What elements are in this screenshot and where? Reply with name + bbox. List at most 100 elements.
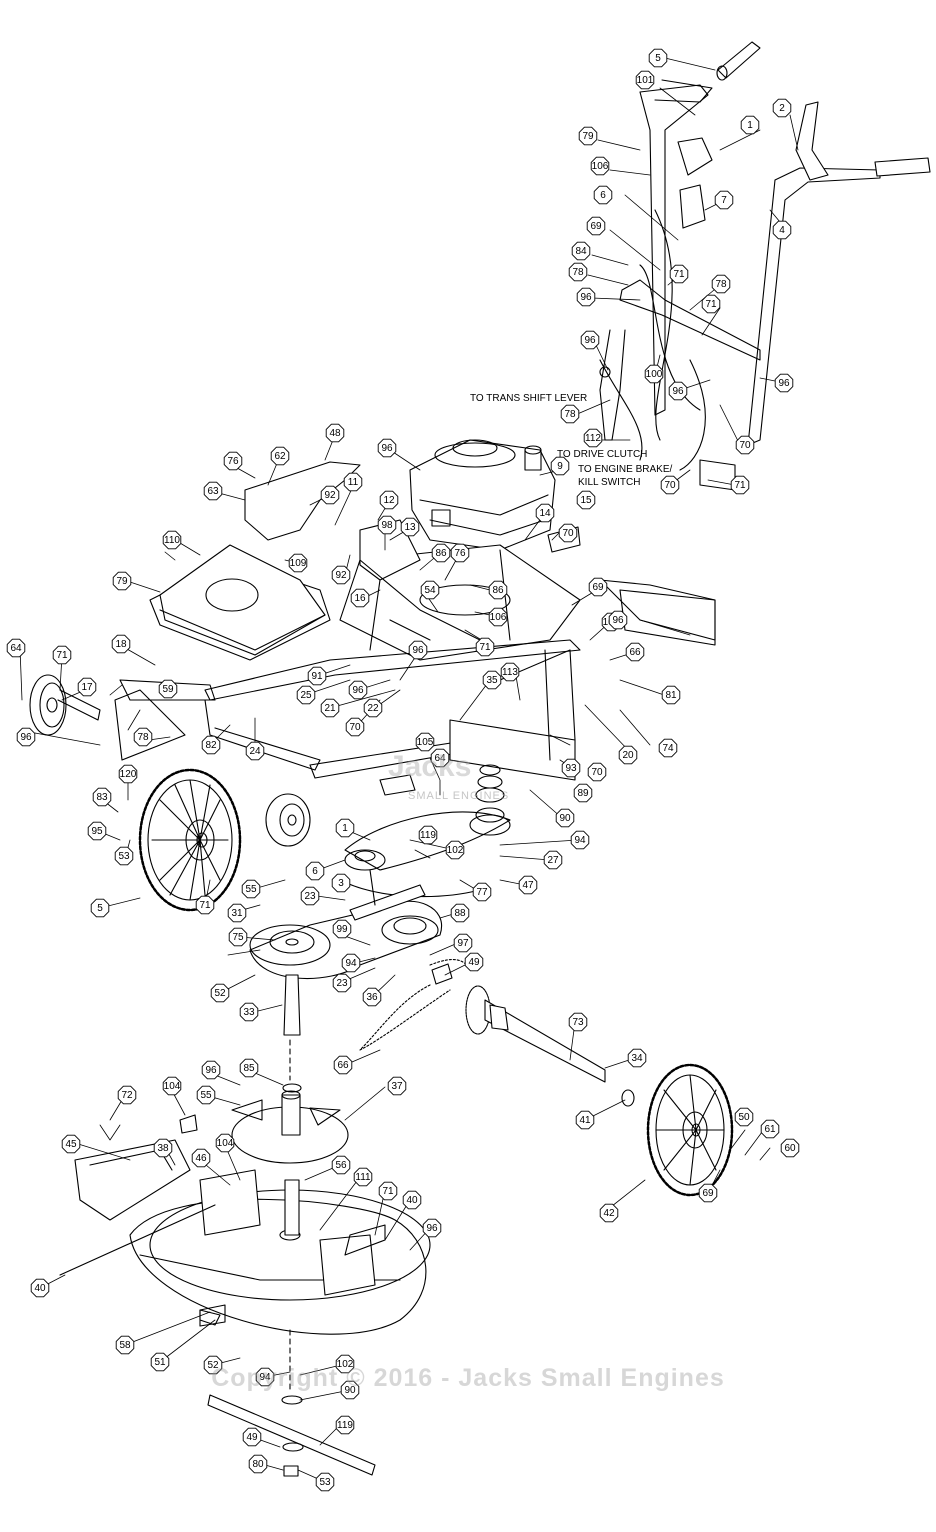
callout-label: 70 xyxy=(562,528,574,539)
callout-97: 97 xyxy=(453,933,473,953)
callout-94: 94 xyxy=(255,1367,275,1387)
callout-85: 85 xyxy=(239,1058,259,1078)
callout-label: 78 xyxy=(715,279,727,290)
callout-20: 20 xyxy=(618,745,638,765)
callout-label: 25 xyxy=(300,690,312,701)
callout-77: 77 xyxy=(472,882,492,902)
callout-46: 46 xyxy=(191,1148,211,1168)
callout-71: 71 xyxy=(669,264,689,284)
callout-label: 17 xyxy=(81,682,93,693)
callout-label: 91 xyxy=(311,671,323,682)
callout-83: 83 xyxy=(92,787,112,807)
callout-label: 70 xyxy=(349,722,361,733)
callout-label: 55 xyxy=(200,1090,212,1101)
callout-37: 37 xyxy=(387,1076,407,1096)
callout-label: 73 xyxy=(572,1017,584,1028)
callout-95: 95 xyxy=(87,821,107,841)
callout-22: 22 xyxy=(363,698,383,718)
callout-label: 53 xyxy=(118,851,130,862)
callout-16: 16 xyxy=(350,588,370,608)
callout-label: 85 xyxy=(243,1063,255,1074)
callout-70: 70 xyxy=(345,717,365,737)
callout-33: 33 xyxy=(239,1002,259,1022)
callout-89: 89 xyxy=(573,783,593,803)
callout-label: 84 xyxy=(575,246,587,257)
callout-6: 6 xyxy=(305,861,325,881)
callout-label: 102 xyxy=(447,845,464,856)
annotation-drive-clutch: TO DRIVE CLUTCH xyxy=(557,449,648,460)
callout-label: 120 xyxy=(120,769,137,780)
callout-6: 6 xyxy=(593,185,613,205)
callout-label: 96 xyxy=(20,732,32,743)
callout-label: 27 xyxy=(547,855,559,866)
callout-96: 96 xyxy=(408,640,428,660)
callout-53: 53 xyxy=(315,1472,335,1492)
callout-label: 3 xyxy=(338,878,344,889)
callout-label: 99 xyxy=(336,924,348,935)
callout-label: 1 xyxy=(342,823,348,834)
callout-label: 13 xyxy=(404,522,416,533)
callout-73: 73 xyxy=(568,1012,588,1032)
callout-label: 31 xyxy=(231,908,243,919)
callout-label: 62 xyxy=(274,451,286,462)
callout-64: 64 xyxy=(6,638,26,658)
callout-label: 71 xyxy=(673,269,685,280)
callout-58: 58 xyxy=(115,1335,135,1355)
callout-71: 71 xyxy=(730,475,750,495)
logo-subtitle: SMALL ENGINES xyxy=(408,790,510,802)
callout-label: 104 xyxy=(217,1138,234,1149)
callout-label: 96 xyxy=(778,378,790,389)
callout-23: 23 xyxy=(332,973,352,993)
callout-66: 66 xyxy=(333,1055,353,1075)
callout-61: 61 xyxy=(760,1119,780,1139)
callout-label: 33 xyxy=(243,1007,255,1018)
callout-96: 96 xyxy=(576,287,596,307)
callout-label: 98 xyxy=(381,520,393,531)
callout-label: 110 xyxy=(164,535,180,546)
callout-label: 16 xyxy=(354,593,366,604)
callout-101: 101 xyxy=(635,70,655,90)
callout-70: 70 xyxy=(660,475,680,495)
callout-25: 25 xyxy=(296,685,316,705)
shift-lever xyxy=(795,101,829,181)
callout-38: 38 xyxy=(153,1138,173,1158)
callout-label: 96 xyxy=(205,1065,217,1076)
callout-13: 13 xyxy=(400,517,420,537)
callout-label: 42 xyxy=(603,1208,615,1219)
callout-79: 79 xyxy=(578,126,598,146)
callout-label: 4 xyxy=(779,225,785,236)
callout-label: 72 xyxy=(121,1090,133,1101)
callout-label: 11 xyxy=(348,477,359,488)
callout-62: 62 xyxy=(270,446,290,466)
callout-119: 119 xyxy=(335,1415,355,1435)
callout-92: 92 xyxy=(331,565,351,585)
callout-label: 101 xyxy=(637,75,654,86)
callout-label: 86 xyxy=(492,585,504,596)
callout-119: 119 xyxy=(418,825,438,845)
callout-label: 100 xyxy=(646,369,663,380)
callout-label: 79 xyxy=(116,576,128,587)
front-left-wheel xyxy=(29,674,101,736)
callout-label: 56 xyxy=(335,1160,347,1171)
callout-51: 51 xyxy=(150,1352,170,1372)
callout-label: 78 xyxy=(572,267,584,278)
callout-label: 105 xyxy=(417,737,434,748)
callout-label: 66 xyxy=(337,1060,349,1071)
callout-label: 78 xyxy=(137,732,149,743)
callout-47: 47 xyxy=(518,875,538,895)
callout-label: 50 xyxy=(738,1112,750,1123)
callout-49: 49 xyxy=(242,1427,262,1447)
caster-wheel xyxy=(265,793,311,847)
callout-92: 92 xyxy=(320,485,340,505)
watermark-logo: Jacks SMALL ENGINES xyxy=(388,750,548,810)
callout-label: 15 xyxy=(580,495,592,506)
callout-86: 86 xyxy=(431,543,451,563)
callout-69: 69 xyxy=(698,1183,718,1203)
callout-113: 113 xyxy=(500,662,520,682)
callout-label: 74 xyxy=(662,743,674,754)
callout-label: 79 xyxy=(582,131,594,142)
callout-106: 106 xyxy=(590,156,610,176)
callout-96: 96 xyxy=(774,373,794,393)
callout-label: 70 xyxy=(664,480,676,491)
callout-82: 82 xyxy=(201,735,221,755)
